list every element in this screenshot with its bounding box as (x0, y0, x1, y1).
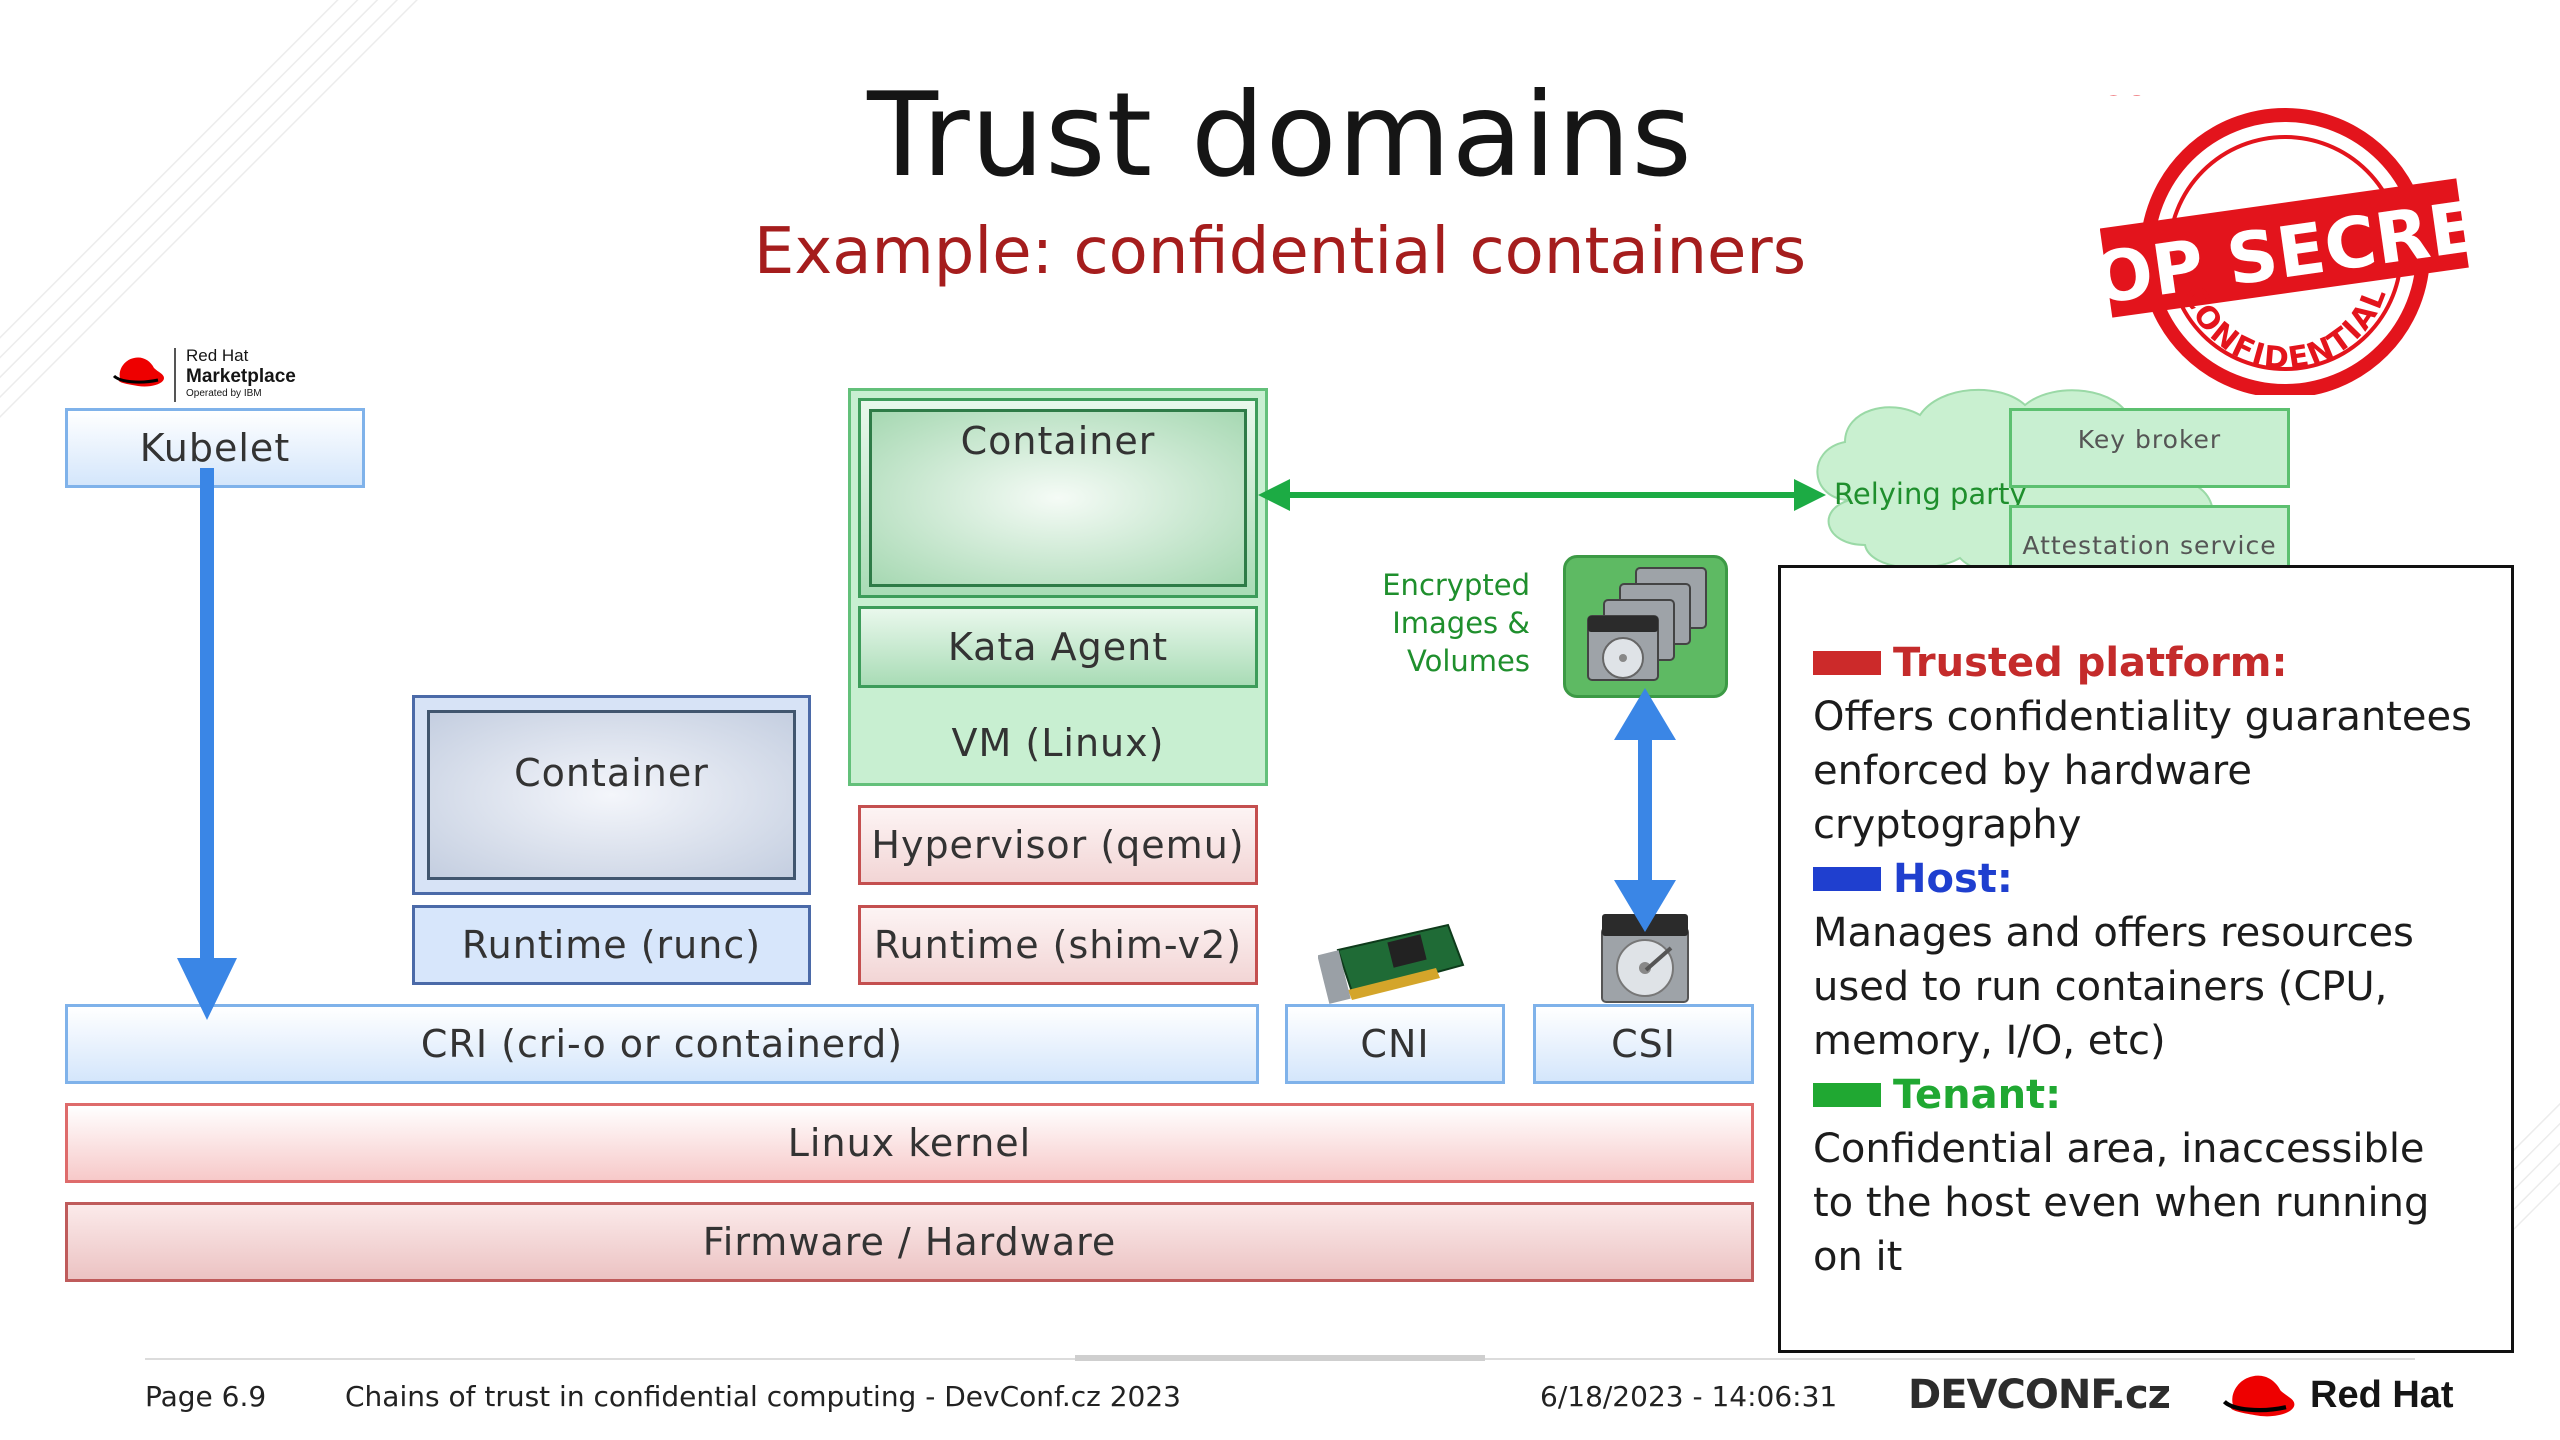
redhat-footer-hat-icon (2222, 1375, 2295, 1417)
legend-box: Trusted platform: Offers confidentiality… (1778, 565, 2514, 1353)
vm-container-frame: Container (858, 398, 1258, 598)
marketplace-logo: Red Hat Marketplace Operated by IBM (108, 346, 308, 406)
legend-trusted-desc: Offers confidentiality guarantees enforc… (1813, 694, 2472, 848)
cni-box: CNI (1285, 1004, 1505, 1084)
kata-agent-box: Kata Agent (858, 606, 1258, 688)
encrypted-label-line3: Volumes (1407, 644, 1530, 678)
marketplace-line2: Marketplace (186, 366, 296, 387)
vm-container-inner (869, 409, 1247, 587)
host-container-label: Container (514, 751, 709, 795)
host-container-inner (427, 710, 796, 880)
csi-box: CSI (1533, 1004, 1754, 1084)
vm-linux-label: VM (Linux) (951, 721, 1165, 765)
legend-tenant-swatch (1813, 1083, 1881, 1107)
footer-progress (1075, 1355, 1485, 1361)
legend-tenant-row: Tenant: (1813, 1068, 2511, 1122)
legend-host-swatch (1813, 867, 1881, 891)
page-title: Trust domains (867, 67, 1693, 203)
kubelet-box: Kubelet (65, 408, 365, 488)
vm-container-label: Container (960, 419, 1156, 463)
runtime-runc-box: Runtime (runc) (412, 905, 811, 985)
footer-datetime: 6/18/2023 - 14:06:31 (1540, 1380, 1838, 1413)
legend-tenant-title: Tenant: (1893, 1072, 2062, 1118)
legend-host-row: Host: (1813, 852, 2511, 906)
page-subtitle: Example: confidential containers (753, 215, 1807, 289)
logo-divider (174, 348, 176, 402)
encrypted-label-line2: Images & (1392, 606, 1530, 640)
legend-trusted-title: Trusted platform: (1893, 640, 2288, 686)
encrypted-label-line1: Encrypted (1382, 568, 1530, 602)
marketplace-line3: Operated by IBM (186, 388, 262, 399)
stamp-top-text: CONFIDENTIAL (2100, 95, 2373, 103)
hypervisor-box: Hypervisor (qemu) (858, 805, 1258, 885)
hard-drive-icon (1601, 914, 1689, 1003)
redhat-footer-text: Red Hat (2310, 1374, 2454, 1416)
runtime-shim-box: Runtime (shim-v2) (858, 905, 1258, 985)
encrypted-storage-tile (1563, 555, 1728, 698)
marketplace-line1: Red Hat (186, 346, 249, 365)
host-container-frame: Container (412, 695, 811, 895)
network-card-icon (1318, 923, 1465, 1004)
legend-host-desc: Manages and offers resources used to run… (1813, 910, 2414, 1064)
legend-tenant-desc: Confidential area, inaccessible to the h… (1813, 1126, 2430, 1280)
devconf-logo: DEVCONF.cz (1908, 1372, 2171, 1418)
key-broker-box: Key broker (2009, 408, 2290, 488)
redhat-footer-logo: Red Hat (2218, 1366, 2478, 1426)
legend-trusted-swatch (1813, 651, 1881, 675)
linux-kernel-box: Linux kernel (65, 1103, 1754, 1183)
footer-talk-title: Chains of trust in confidential computin… (345, 1380, 1181, 1413)
stacked-drives-icon (1587, 567, 1707, 681)
top-secret-stamp: CONFIDENTIAL TOP SECRET CONFIDENTIAL (2100, 95, 2470, 395)
redhat-hat-icon (112, 357, 164, 387)
firmware-box: Firmware / Hardware (65, 1202, 1754, 1282)
relying-party-label: Relying party (1834, 477, 2027, 511)
legend-trusted-row: Trusted platform: (1813, 636, 2511, 690)
encrypted-label: Encrypted Images & Volumes (1380, 566, 1530, 680)
cri-box: CRI (cri-o or containerd) (65, 1004, 1259, 1084)
legend-host-title: Host: (1893, 856, 2013, 902)
footer-page: Page 6.9 (145, 1380, 267, 1413)
